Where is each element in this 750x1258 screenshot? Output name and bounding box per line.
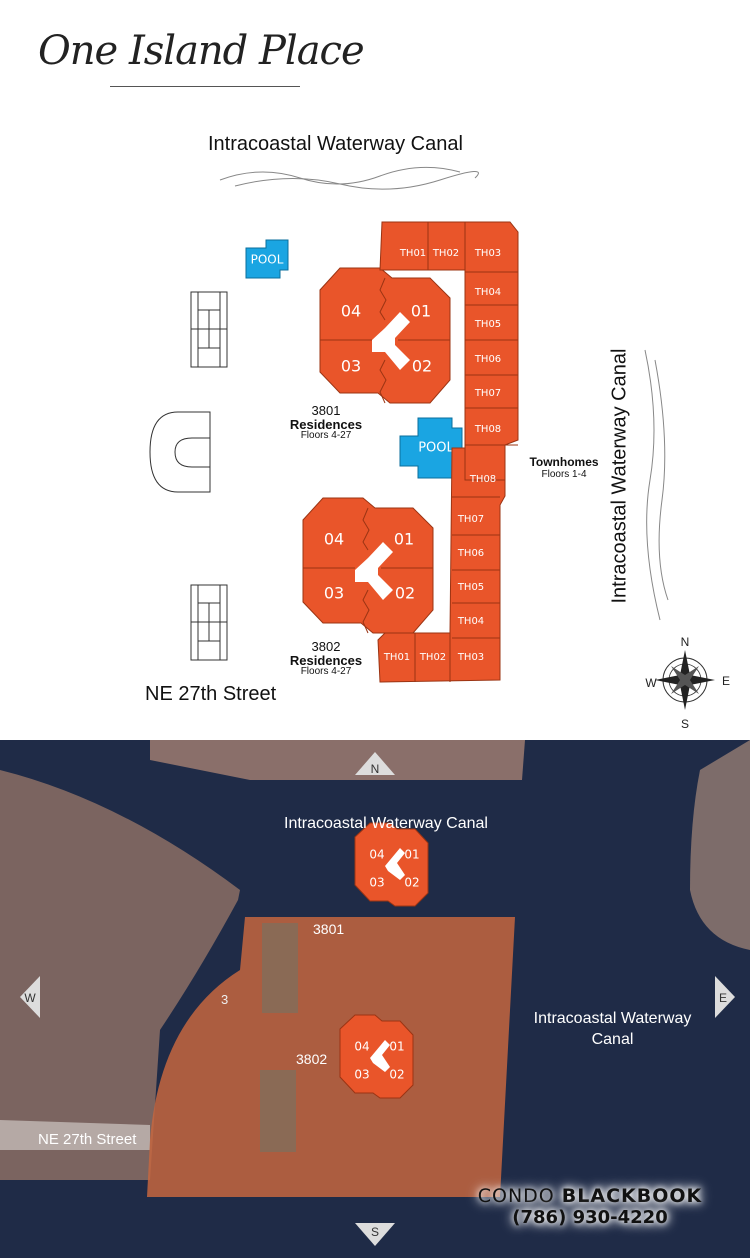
- townhome-unit: TH04: [474, 287, 501, 298]
- canal-label-right: Intracoastal Waterway Canal: [608, 348, 631, 604]
- north-arrow-icon: [355, 752, 395, 775]
- compass-arrows: [20, 752, 735, 1246]
- tower-floors: Floors 4-27: [300, 430, 352, 442]
- tower-name: Residences: [289, 416, 363, 432]
- townhomes-caption: Townhomes Floors 1-4: [514, 455, 614, 481]
- aerial-canal-top: Intracoastal Waterway Canal: [284, 815, 488, 832]
- unit-02: 02: [389, 1068, 404, 1082]
- street-label: NE 27th Street: [145, 683, 277, 705]
- unit-01: 01: [411, 302, 431, 321]
- townhome-unit: TH06: [474, 354, 501, 365]
- aerial-compass-e: E: [719, 991, 727, 1005]
- land-east: [690, 740, 750, 950]
- unit-01: 01: [389, 1040, 404, 1054]
- brand-name-light: CONDO: [477, 1185, 562, 1207]
- unit-01: 01: [404, 848, 419, 862]
- townhome-unit: TH01: [399, 248, 426, 259]
- water-lines-top: [219, 166, 479, 190]
- aerial-3802-label: 3802: [296, 1051, 328, 1067]
- tower-number: 3802: [311, 639, 341, 654]
- tower-3801-floorplan: 04 01 03 02: [319, 267, 451, 404]
- compass-w: W: [645, 676, 657, 690]
- townhome-unit: TH05: [457, 582, 484, 593]
- unit-03: 03: [341, 357, 361, 376]
- townhome-unit: TH06: [457, 548, 484, 559]
- townhome-unit: TH01: [383, 652, 410, 663]
- unit-03: 03: [354, 1068, 369, 1082]
- land-north: [150, 740, 525, 780]
- townhome-unit: TH02: [419, 652, 446, 663]
- unit-02: 02: [404, 876, 419, 890]
- circular-driveway: [149, 411, 211, 493]
- site-plan: POOL POOL 04 01 03 02 04 01 03 02 TH01: [149, 166, 730, 731]
- townhome-unit: TH03: [474, 248, 501, 259]
- brand-phone[interactable]: (786) 930-4220: [512, 1206, 668, 1228]
- unit-02: 02: [412, 357, 432, 376]
- townhome-unit: TH05: [474, 319, 501, 330]
- unit-03: 03: [369, 876, 384, 890]
- tennis-court-south: [190, 584, 228, 661]
- aerial-tower-3801: 04 01 03 02: [354, 822, 429, 907]
- compass-rose-icon: [655, 650, 715, 710]
- aerial-compass-w: W: [24, 991, 36, 1005]
- unit-02: 02: [395, 584, 415, 603]
- south-arrow-icon: [355, 1223, 395, 1246]
- canal-line-2: Canal: [591, 1030, 634, 1048]
- aerial-tower-3802: 04 01 03 02: [339, 1014, 414, 1099]
- canal-line-1: Intracoastal Waterway: [533, 1010, 692, 1027]
- townhome-unit: TH02: [432, 248, 459, 259]
- aerial-street: NE 27th Street: [38, 1131, 137, 1148]
- tennis-court-north: [190, 291, 228, 368]
- aerial-compass-n: N: [371, 762, 380, 776]
- land-west-neighborhood: [0, 770, 240, 1180]
- canal-label-top: Intracoastal Waterway Canal: [208, 133, 463, 155]
- compass-s: S: [681, 717, 689, 731]
- tower-floors: Floors 4-27: [300, 666, 352, 678]
- compass-e: E: [722, 674, 730, 688]
- brand-name-bold: BLACKBOOK: [561, 1185, 703, 1207]
- compass-n: N: [681, 635, 690, 649]
- aerial-3801-label: 3801: [313, 921, 345, 937]
- tower-number: 3801: [311, 403, 341, 418]
- aerial-stray-label: 3: [221, 992, 228, 1007]
- aerial-canal-right: Intracoastal Waterway Canal: [520, 1009, 705, 1051]
- townhomes-name: Townhomes: [529, 455, 599, 469]
- unit-04: 04: [341, 302, 361, 321]
- townhomes-floors: Floors 1-4: [541, 469, 587, 481]
- west-arrow-icon: [20, 976, 40, 1018]
- tower-3801-caption: 3801 Residences Floors 4-27: [276, 404, 376, 442]
- townhome-unit: TH08: [469, 474, 496, 485]
- townhome-unit: TH04: [457, 616, 484, 627]
- branding: CONDO BLACKBOOK (786) 930-4220: [440, 1185, 740, 1229]
- unit-03: 03: [324, 584, 344, 603]
- pool-small: [245, 239, 289, 279]
- townhome-unit: TH07: [474, 388, 501, 399]
- logo-underline: [110, 86, 300, 87]
- brand-name: CONDO BLACKBOOK: [440, 1185, 740, 1208]
- east-arrow-icon: [715, 976, 735, 1018]
- unit-04: 04: [324, 530, 344, 549]
- tennis-court: [260, 1070, 296, 1152]
- unit-04: 04: [354, 1040, 369, 1054]
- property-overlay: [147, 917, 515, 1197]
- pool-label: POOL: [251, 253, 284, 267]
- tennis-court: [262, 923, 298, 1013]
- unit-01: 01: [394, 530, 414, 549]
- aerial-compass-s: S: [371, 1225, 379, 1239]
- water-lines-right: [644, 349, 669, 621]
- aerial-map: 04 01 03 02 04 01 03 02 N S E W 3: [0, 740, 750, 1258]
- street-ne-27th: [0, 1120, 150, 1150]
- townhomes-south: TH08 TH07 TH06 TH05 TH04 TH03 TH02 TH01: [377, 447, 506, 683]
- tower-3802-floorplan: 04 01 03 02: [302, 497, 434, 634]
- pool-label: POOL: [418, 441, 454, 456]
- townhome-unit: TH07: [457, 514, 484, 525]
- townhomes-north: TH01 TH02 TH03 TH04 TH05 TH06 TH07 TH08: [379, 221, 519, 486]
- townhome-unit: TH08: [474, 424, 501, 435]
- townhome-unit: TH03: [457, 652, 484, 663]
- logo: One Island Place: [38, 28, 365, 74]
- tower-name: Residences: [289, 652, 363, 668]
- tower-3802-caption: 3802 Residences Floors 4-27: [276, 640, 376, 678]
- unit-04: 04: [369, 848, 384, 862]
